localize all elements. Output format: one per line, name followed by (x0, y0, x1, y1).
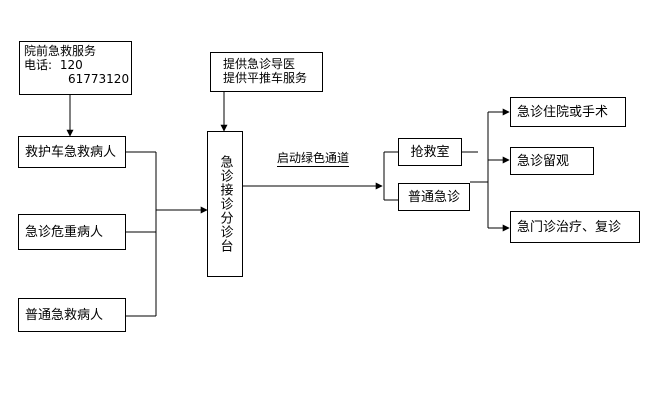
admission-surgery-label: 急诊住院或手术 (517, 104, 609, 120)
general-emergency-label: 普通急诊 (407, 189, 460, 205)
guide-service-box: 提供急诊导医 提供平推车服务 (210, 52, 323, 92)
general-emergency-box: 普通急诊 (398, 183, 470, 211)
observation-box: 急诊留观 (510, 147, 594, 175)
critical-patient-label: 急诊危重病人 (25, 224, 104, 240)
admission-surgery-box: 急诊住院或手术 (510, 97, 626, 127)
guide-service-line-1: 提供急诊导医 (223, 57, 296, 71)
critical-patient-box: 急诊危重病人 (18, 214, 126, 250)
green-channel-label: 启动绿色通道 (277, 151, 350, 167)
prehospital-service-box: 院前急救服务 电话: 120 61773120 (19, 41, 132, 95)
phone-number-local: 61773120 (68, 72, 130, 86)
general-patient-label: 普通急救病人 (25, 307, 104, 323)
ambulance-patient-box: 救护车急救病人 (18, 136, 126, 168)
ambulance-patient-label: 救护车急救病人 (25, 144, 117, 160)
rescue-room-box: 抢救室 (398, 138, 462, 166)
phone-line-1: 电话: 120 (24, 58, 131, 72)
prehospital-title: 院前急救服务 (24, 44, 97, 58)
phone-label: 电话: (24, 58, 53, 72)
phone-number-120: 120 (59, 58, 83, 72)
rescue-room-label: 抢救室 (410, 144, 450, 160)
general-patient-box: 普通急救病人 (18, 298, 126, 332)
outpatient-followup-box: 急门诊治疗、复诊 (510, 211, 640, 243)
observation-label: 急诊留观 (517, 153, 570, 169)
outpatient-followup-label: 急门诊治疗、复诊 (517, 219, 622, 235)
triage-desk-label: 急诊接诊分诊台 (217, 155, 233, 253)
triage-desk-box: 急诊接诊分诊台 (207, 131, 243, 277)
guide-service-line-2: 提供平推车服务 (223, 71, 308, 85)
